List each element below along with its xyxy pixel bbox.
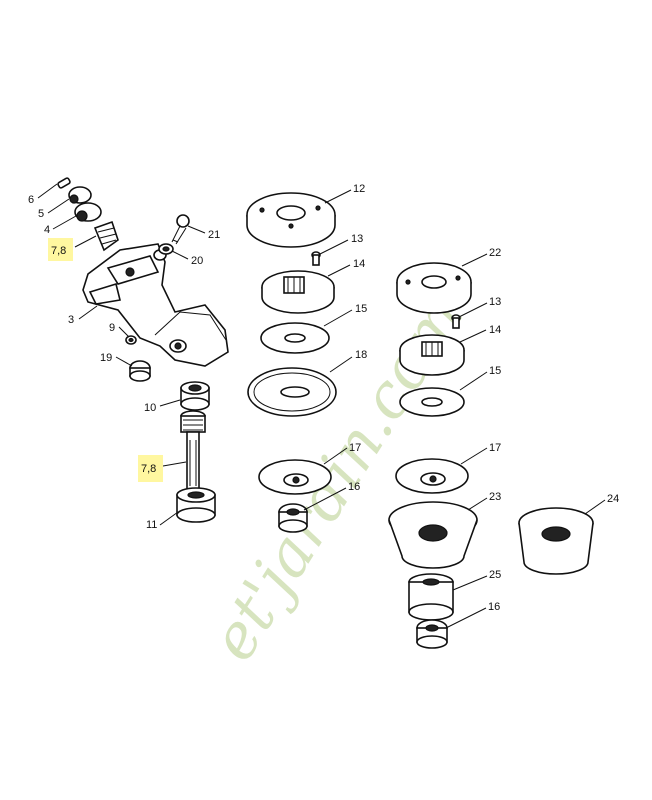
label-part-6: 6 bbox=[28, 194, 34, 206]
label-part-16-a: 16 bbox=[348, 481, 360, 493]
label-part-14-a: 14 bbox=[353, 258, 365, 270]
label-part-22: 22 bbox=[489, 247, 501, 259]
part-17-disc-a bbox=[258, 459, 332, 495]
middle-column-parts bbox=[246, 192, 337, 533]
part-7-8-pinion-top bbox=[93, 220, 119, 252]
label-part-3: 3 bbox=[68, 314, 74, 326]
label-part-21: 21 bbox=[208, 229, 220, 241]
part-6-pin bbox=[57, 177, 71, 189]
part-7-8-drive-shaft bbox=[180, 410, 206, 493]
label-part-20: 20 bbox=[191, 255, 203, 267]
part-5-bushing bbox=[68, 186, 92, 204]
label-part-18: 18 bbox=[355, 349, 367, 361]
part-9-screw bbox=[125, 335, 137, 345]
part-23-guard-cup bbox=[388, 501, 478, 569]
part-19-plug bbox=[129, 360, 151, 382]
label-part-9: 9 bbox=[109, 322, 115, 334]
label-part-7-8-shaft: 7,8 bbox=[141, 463, 156, 475]
label-part-14-b: 14 bbox=[489, 324, 501, 336]
right-column-parts bbox=[388, 262, 594, 649]
label-part-24: 24 bbox=[607, 493, 619, 505]
part-14-thrust-plate-b bbox=[399, 334, 465, 376]
part-20-washer bbox=[158, 243, 174, 255]
part-15-washer-b bbox=[399, 387, 465, 417]
part-18-plate bbox=[247, 367, 337, 417]
part-13-screw-b bbox=[451, 314, 461, 329]
label-part-25: 25 bbox=[489, 569, 501, 581]
part-3-gear-housing bbox=[82, 243, 229, 367]
label-part-11: 11 bbox=[146, 519, 157, 531]
label-part-15-b: 15 bbox=[489, 365, 501, 377]
part-15-washer-a bbox=[260, 322, 330, 354]
part-4-bushing bbox=[74, 202, 102, 222]
part-21-screw bbox=[171, 214, 190, 245]
part-16-nut-b bbox=[416, 619, 448, 649]
label-part-12: 12 bbox=[353, 183, 365, 195]
leader-lines bbox=[37, 183, 606, 629]
gearhead-assembly bbox=[57, 177, 229, 523]
part-17-disc-b bbox=[395, 458, 469, 494]
label-part-13-a: 13 bbox=[351, 233, 363, 245]
label-part-7-8-top: 7,8 bbox=[51, 245, 66, 257]
label-part-13-b: 13 bbox=[489, 296, 501, 308]
label-part-15-a: 15 bbox=[355, 303, 367, 315]
label-part-23: 23 bbox=[489, 491, 501, 503]
part-25-spacer bbox=[408, 573, 454, 621]
part-14-thrust-plate-a bbox=[261, 270, 335, 314]
part-16-nut-a bbox=[278, 503, 308, 533]
label-part-17-a: 17 bbox=[349, 442, 361, 454]
label-part-17-b: 17 bbox=[489, 442, 501, 454]
label-part-5: 5 bbox=[38, 208, 44, 220]
label-part-10: 10 bbox=[144, 402, 156, 414]
part-24-guard-cup bbox=[518, 507, 594, 575]
part-22-plate bbox=[396, 262, 472, 314]
label-part-16-b: 16 bbox=[488, 601, 500, 613]
highlight-box-7-8-top bbox=[48, 238, 73, 261]
label-part-19: 19 bbox=[100, 352, 112, 364]
part-labels: 6 5 4 7,8 3 9 19 10 7,8 11 21 20 12 13 1… bbox=[28, 183, 619, 613]
part-11-bearing bbox=[176, 487, 216, 523]
label-part-4: 4 bbox=[44, 224, 50, 236]
highlight-box-7-8-shaft bbox=[138, 455, 163, 482]
part-10-bearing bbox=[180, 381, 210, 411]
part-13-screw-a bbox=[311, 251, 321, 266]
part-12-thrust-plate bbox=[246, 192, 336, 248]
